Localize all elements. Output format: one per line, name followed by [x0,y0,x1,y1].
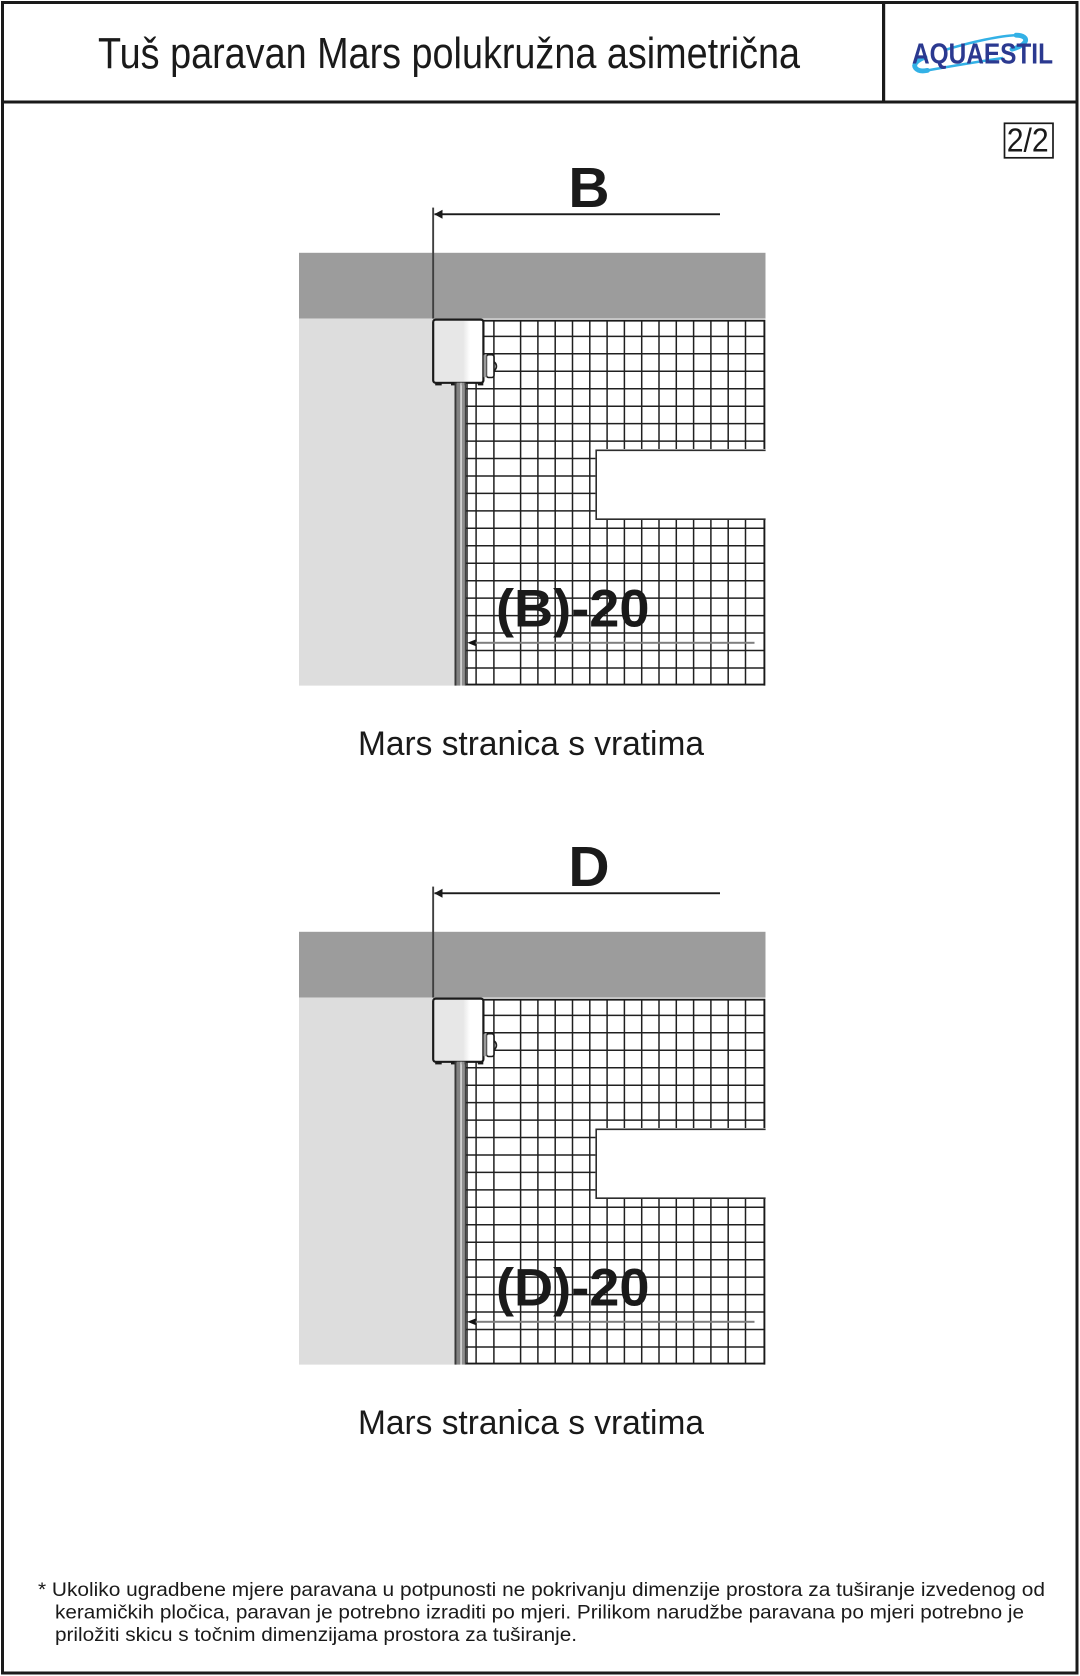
svg-text:Mars stranica s vratima: Mars stranica s vratima [358,725,705,763]
svg-text:Mars stranica s vratima: Mars stranica s vratima [358,1404,705,1442]
svg-text:priložiti skicu s točnim dimen: priložiti skicu s točnim dimenzijama pro… [55,1624,577,1646]
svg-text:(B)-20: (B)-20 [496,579,650,638]
svg-text:2/2: 2/2 [1007,122,1049,159]
svg-text:AQUAESTIL: AQUAESTIL [912,39,1053,71]
svg-text:(D)-20: (D)-20 [496,1258,650,1317]
svg-text:D: D [568,835,609,899]
svg-text:keramičkih pločica, paravan je: keramičkih pločica, paravan je potrebno … [55,1601,1024,1623]
svg-text:Tuš paravan Mars polukružna as: Tuš paravan Mars polukružna asimetrična [98,30,801,78]
svg-text:B: B [568,156,609,220]
svg-text:* Ukoliko ugradbene mjere para: * Ukoliko ugradbene mjere paravana u pot… [38,1579,1045,1601]
